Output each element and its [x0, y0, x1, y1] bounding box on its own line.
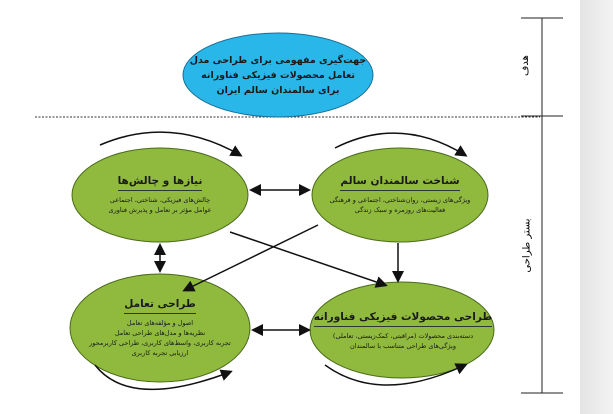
cycle-arrow: [99, 131, 243, 157]
node-line: ارزیابی تجربه کاربری: [131, 349, 189, 357]
node-title: شناخت سالمندان سالم: [340, 175, 460, 191]
arrow-needs-products: [229, 231, 388, 288]
cycle-arrow: [324, 363, 468, 386]
node-line: تجربه کاربری، واسط‌های کاربری، طراحی کار…: [89, 339, 231, 347]
goal-line: تعامل محصولات فیزیکی فناورانه: [201, 69, 355, 81]
goal-node: جهت‌گیری مفهومی برای طراحی مدل تعامل محص…: [183, 33, 373, 117]
goal-line: جهت‌گیری مفهومی برای طراحی مدل: [189, 54, 367, 66]
elderly-ellipse: [311, 147, 489, 243]
node-line: فعالیت‌های روزمره و سبک زندگی: [354, 206, 446, 214]
node-title: طراحی تعامل: [124, 298, 196, 314]
node-line: ویژگی‌های طراحی متناسب با سالمندان: [350, 342, 456, 350]
products-node: طراحی محصولات فیزیکی فناورانه دسته‌بندی …: [312, 288, 494, 374]
arrow-elderly-interaction: [182, 224, 319, 292]
node-line: عوامل مؤثر بر تعامل و پذیرش فناوری: [108, 206, 212, 214]
node-title: طراحی محصولات فیزیکی فناورانه: [313, 311, 493, 327]
elderly-node: شناخت سالمندان سالم ویژگی‌های زیستی، روا…: [312, 150, 488, 240]
node-title: نیازها و چالش‌ها: [117, 175, 203, 191]
cycle-arrow: [334, 132, 468, 157]
cycle-arrow: [94, 364, 233, 391]
node-line: نظریه‌ها و مدل‌های طراحی تعامل: [114, 329, 206, 337]
node-line: اصول و مؤلفه‌های تعامل: [126, 319, 194, 327]
goal-ellipse: [182, 32, 374, 118]
side-axis: [521, 17, 563, 394]
goal-line: برای سالمندان سالم ایران: [216, 84, 340, 96]
interaction-ellipse: [69, 273, 251, 383]
node-line: دسته‌بندی محصولات (مراقبتی، کمک‌زیستی، ت…: [332, 332, 474, 340]
needs-node: نیازها و چالش‌ها چالش‌های فیزیکی، شناختی…: [72, 150, 248, 240]
needs-ellipse: [71, 147, 249, 243]
background-strip: [580, 0, 613, 414]
side-label-goal: هدف: [519, 55, 531, 76]
interaction-node: طراحی تعامل اصول و مؤلفه‌های تعامل نظریه…: [70, 278, 250, 378]
node-line: ویژگی‌های زیستی، روان‌شناختی، اجتماعی و …: [329, 196, 471, 204]
node-line: چالش‌های فیزیکی، شناختی، اجتماعی: [109, 196, 211, 204]
side-label-context: بستر طراحی: [521, 218, 533, 273]
